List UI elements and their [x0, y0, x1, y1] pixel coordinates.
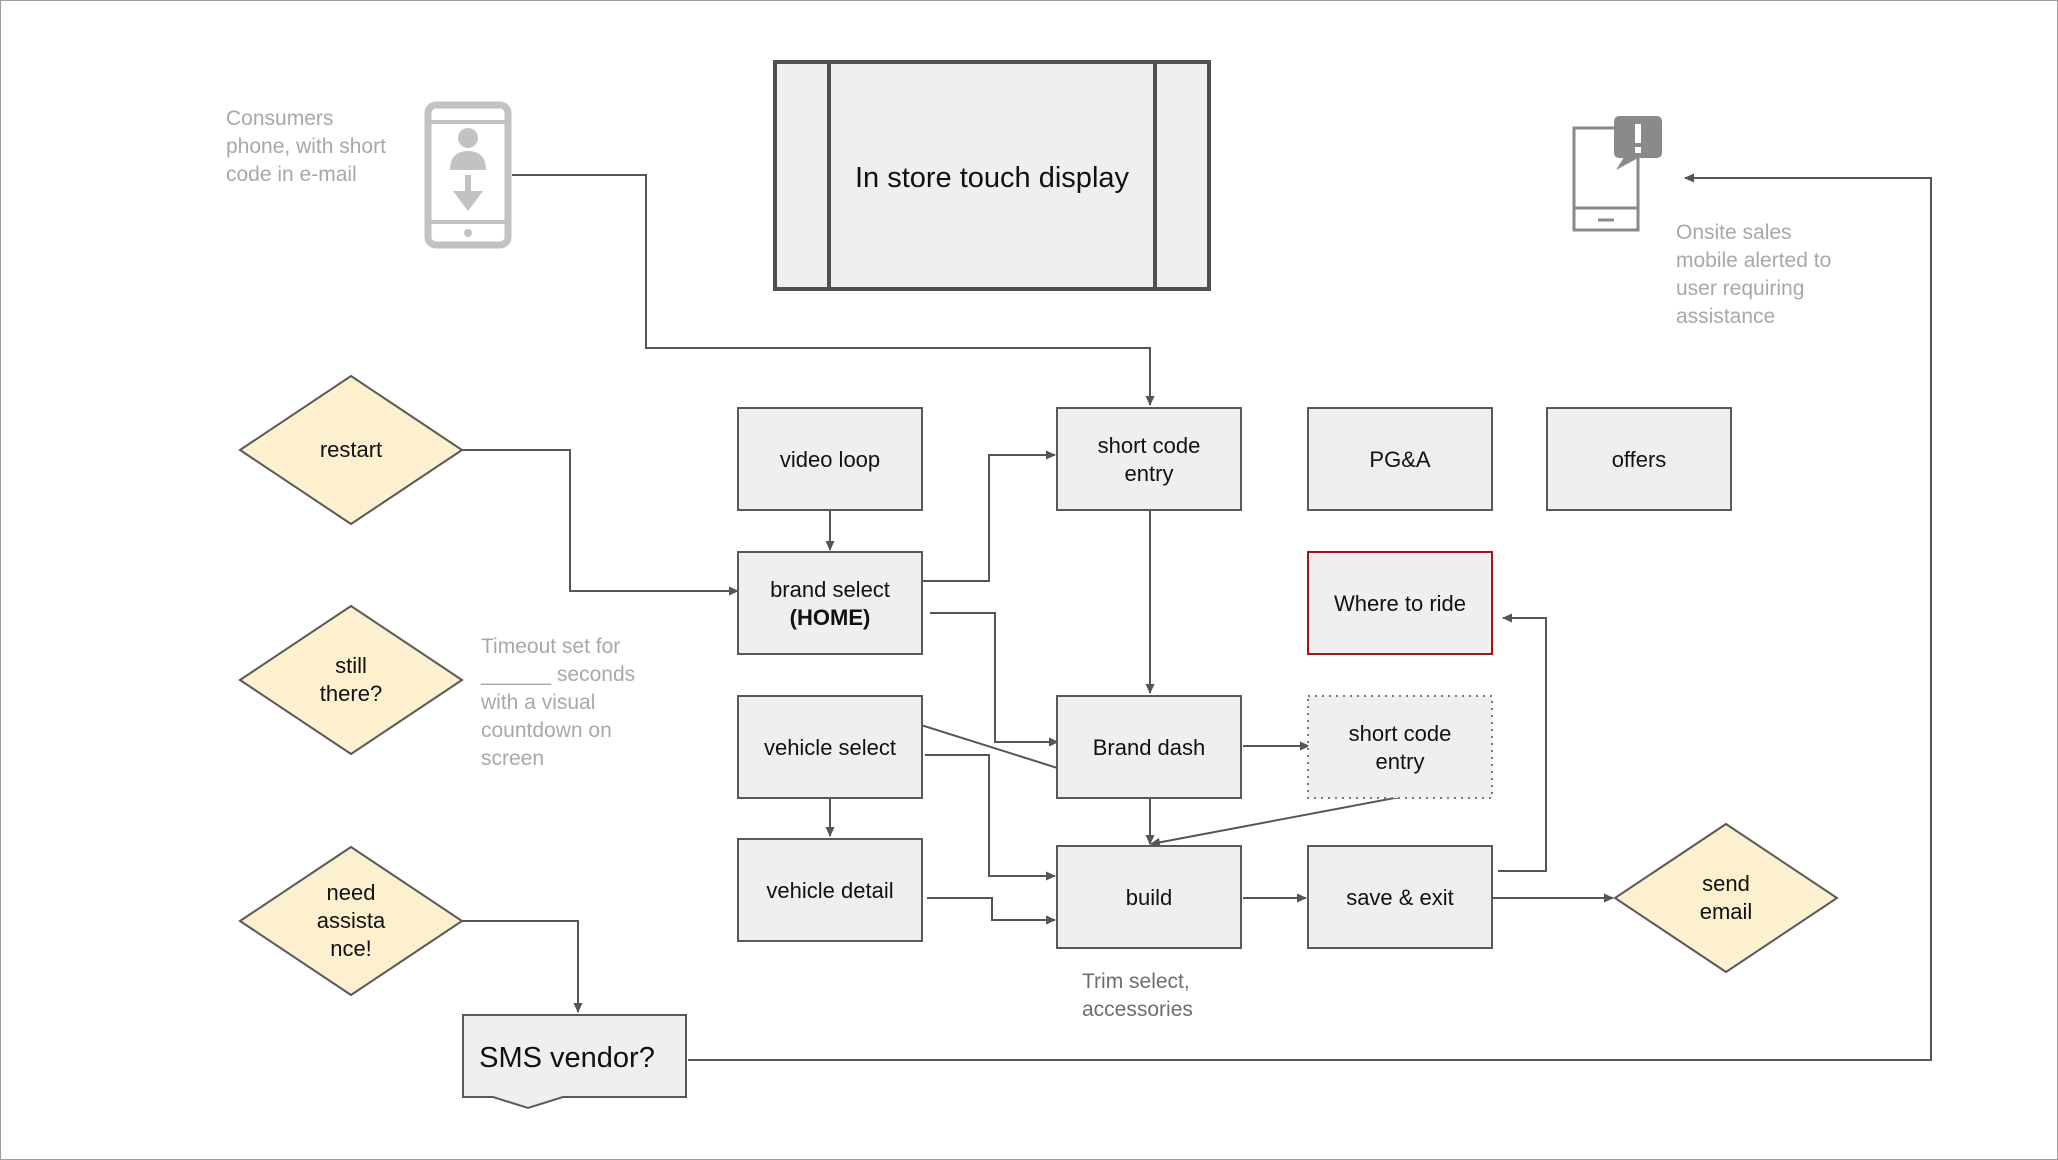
- mobile-alert-icon: [1572, 116, 1662, 232]
- caption-line: phone, with short: [226, 135, 386, 158]
- node-label: offers: [1612, 447, 1667, 472]
- node-offers[interactable]: offers: [1546, 407, 1732, 511]
- node-save-exit[interactable]: save & exit: [1307, 845, 1493, 949]
- node-short-code-entry-dotted[interactable]: short code entry: [1307, 695, 1493, 799]
- node-video-loop[interactable]: video loop: [737, 407, 923, 511]
- caption-line: Onsite sales: [1676, 221, 1792, 244]
- node-label: vehicle select: [764, 735, 896, 760]
- caption-line: code in e-mail: [226, 163, 357, 186]
- node-vehicle-select[interactable]: vehicle select: [737, 695, 923, 799]
- node-label: build: [1126, 885, 1172, 910]
- node-label: short code: [1098, 433, 1201, 458]
- connectors: [462, 173, 1932, 1061]
- node-pga[interactable]: PG&A: [1307, 407, 1493, 511]
- trim-note: Trim select, accessories: [1082, 970, 1196, 1021]
- node-label: entry: [1376, 749, 1425, 774]
- edge-phone-to-shortcode: [512, 174, 1155, 406]
- edge-save-exit-to-where-to-ride: [1498, 613, 1547, 872]
- decision-restart[interactable]: restart: [238, 374, 464, 526]
- decision-label: need: [327, 880, 376, 905]
- node-brand-dash[interactable]: Brand dash: [1056, 695, 1242, 799]
- node-label: short code: [1349, 721, 1452, 746]
- node-label: Where to ride: [1334, 591, 1466, 616]
- decision-label: assista: [317, 908, 386, 933]
- caption-line: assistance: [1676, 305, 1775, 328]
- edge-sms-to-sales-mobile: [688, 173, 1932, 1061]
- edge-vehicle-detail-to-build: [927, 897, 1056, 925]
- decision-label: nce!: [330, 936, 372, 961]
- edge-dotted-shortcode-to-build: [1150, 796, 1401, 847]
- note-line: with a visual: [480, 691, 595, 714]
- node-label: entry: [1125, 461, 1174, 486]
- edge-brand-select-to-brand-dash: [930, 612, 1059, 747]
- decision-still-there[interactable]: still there?: [238, 604, 464, 756]
- decision-label: restart: [320, 437, 382, 462]
- note-line: countdown on: [481, 719, 612, 742]
- caption-line: mobile alerted to: [1676, 249, 1831, 272]
- node-label: video loop: [780, 447, 880, 472]
- note-line: ______ seconds: [480, 663, 635, 686]
- in-store-touch-display: In store touch display: [773, 60, 1211, 291]
- decision-need-assistance[interactable]: need assista nce!: [238, 845, 464, 997]
- node-label-bold: (HOME): [790, 605, 871, 630]
- sms-vendor-callout[interactable]: SMS vendor?: [462, 1014, 687, 1110]
- caption-line: user requiring: [1676, 277, 1804, 300]
- node-brand-select[interactable]: brand select (HOME): [737, 551, 923, 655]
- timeout-note: Timeout set for ______ seconds with a vi…: [480, 635, 641, 770]
- node-label: Brand dash: [1093, 735, 1206, 760]
- note-line: Trim select,: [1082, 970, 1190, 993]
- node-label: PG&A: [1369, 447, 1430, 472]
- sms-vendor-label: SMS vendor?: [479, 1042, 655, 1074]
- sales-mobile-caption: Onsite sales mobile alerted to user requ…: [1676, 221, 1837, 328]
- note-line: screen: [481, 747, 544, 770]
- node-where-to-ride[interactable]: Where to ride: [1307, 551, 1493, 655]
- decision-label: still: [335, 653, 367, 678]
- note-line: Timeout set for: [481, 635, 620, 658]
- decision-label: there?: [320, 681, 382, 706]
- decision-label: email: [1700, 899, 1753, 924]
- node-short-code-entry[interactable]: short code entry: [1056, 407, 1242, 511]
- decision-label: send: [1702, 871, 1750, 896]
- consumer-phone-caption: Consumers phone, with short code in e-ma…: [226, 107, 392, 186]
- decision-send-email[interactable]: send email: [1613, 822, 1839, 974]
- node-build[interactable]: build: [1056, 845, 1242, 949]
- edge-need-assistance-to-sms: [462, 920, 583, 1013]
- edge-restart-to-brand-select: [462, 449, 739, 596]
- node-vehicle-detail[interactable]: vehicle detail: [737, 838, 923, 942]
- display-label: In store touch display: [855, 162, 1130, 194]
- node-label: brand select: [770, 577, 890, 602]
- node-label: vehicle detail: [766, 878, 893, 903]
- node-label: save & exit: [1346, 885, 1454, 910]
- edge-brand-select-to-shortcode: [923, 450, 1056, 582]
- caption-line: Consumers: [226, 107, 333, 130]
- phone-download-icon: [424, 101, 512, 249]
- edge-vehicle-select-to-build: [925, 754, 1056, 881]
- note-line: accessories: [1082, 998, 1193, 1021]
